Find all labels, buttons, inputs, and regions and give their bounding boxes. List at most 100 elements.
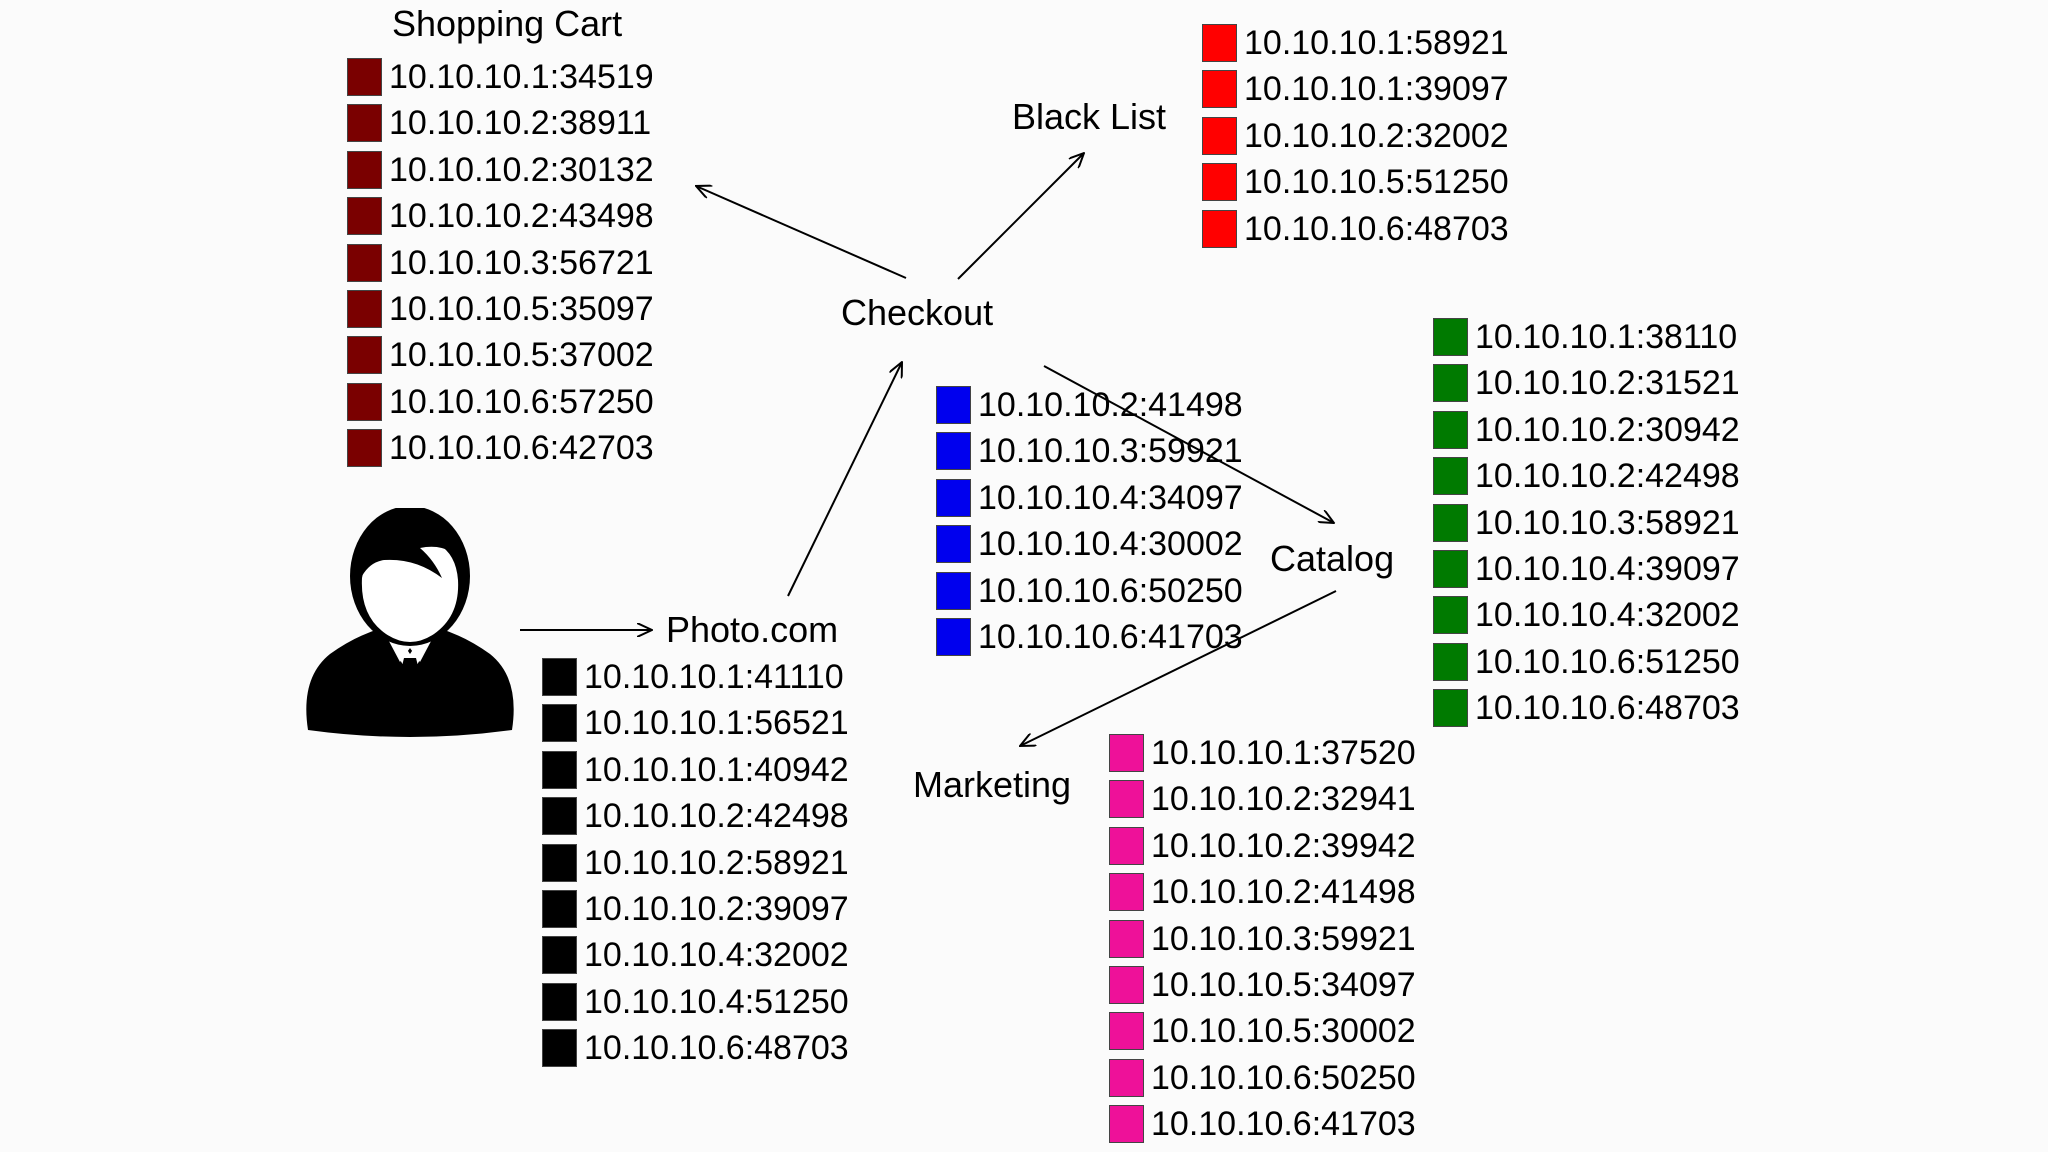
- color-swatch: [1433, 318, 1468, 356]
- address-text: 10.10.10.4:39097: [1475, 549, 1740, 588]
- address-text: 10.10.10.4:32002: [1475, 596, 1740, 635]
- color-swatch: [1433, 503, 1468, 542]
- address-text: 10.10.10.1:39097: [1244, 70, 1509, 109]
- color-swatch: [1202, 116, 1237, 155]
- address-text: 10.10.10.6:51250: [1475, 642, 1740, 681]
- color-swatch: [936, 386, 971, 424]
- color-swatch: [1109, 826, 1144, 865]
- address-text: 10.10.10.6:57250: [389, 382, 654, 421]
- color-swatch: [347, 289, 382, 328]
- color-swatch: [1433, 689, 1468, 728]
- color-swatch: [1433, 457, 1468, 496]
- color-swatch: [542, 750, 577, 789]
- color-swatch: [1433, 364, 1468, 403]
- color-swatch: [347, 197, 382, 236]
- color-swatch: [1202, 163, 1237, 202]
- arrow-photo-to-checkout: [787, 362, 902, 597]
- color-swatch: [1433, 596, 1468, 635]
- node-checkout: Checkout: [841, 292, 994, 333]
- color-swatch: [347, 150, 382, 189]
- address-text: 10.10.10.2:39097: [584, 889, 849, 928]
- color-swatch: [542, 889, 577, 928]
- color-swatch: [1109, 919, 1144, 958]
- address-text: 10.10.10.1:41110: [584, 658, 844, 696]
- color-swatch: [1109, 873, 1144, 912]
- node-marketing: Marketing: [913, 764, 1072, 805]
- address-text: 10.10.10.6:50250: [978, 571, 1243, 610]
- color-swatch: [936, 432, 971, 471]
- address-text: 10.10.10.5:30002: [1151, 1012, 1416, 1051]
- color-swatch: [347, 382, 382, 421]
- color-swatch: [936, 571, 971, 610]
- address-text: 10.10.10.2:38911: [389, 104, 652, 143]
- address-text: 10.10.10.5:51250: [1244, 163, 1509, 202]
- color-swatch: [542, 982, 577, 1021]
- color-swatch: [1109, 1105, 1144, 1144]
- address-text: 10.10.10.2:39942: [1151, 826, 1416, 865]
- node-photo: Photo.com: [666, 609, 839, 650]
- address-text: 10.10.10.1:34519: [389, 58, 654, 96]
- color-swatch: [1109, 965, 1144, 1004]
- user-icon: [306, 508, 514, 737]
- color-swatch: [347, 58, 382, 96]
- color-swatch: [936, 478, 971, 517]
- address-text: 10.10.10.4:30002: [978, 525, 1243, 564]
- address-text: 10.10.10.2:42498: [584, 797, 849, 836]
- color-swatch: [1109, 1012, 1144, 1051]
- address-text: 10.10.10.4:34097: [978, 478, 1243, 517]
- address-text: 10.10.10.1:38110: [1475, 318, 1738, 356]
- color-swatch: [1202, 209, 1237, 248]
- color-swatch: [347, 243, 382, 282]
- color-swatch: [542, 704, 577, 743]
- address-text: 10.10.10.6:50250: [1151, 1058, 1416, 1097]
- address-text: 10.10.10.1:58921: [1244, 24, 1509, 62]
- color-swatch: [542, 658, 577, 696]
- address-text: 10.10.10.2:41498: [978, 386, 1243, 424]
- color-swatch: [542, 1029, 577, 1068]
- color-swatch: [542, 936, 577, 975]
- address-text: 10.10.10.1:56521: [584, 704, 849, 743]
- color-swatch: [936, 525, 971, 564]
- address-text: 10.10.10.6:42703: [389, 429, 654, 468]
- color-swatch: [1109, 734, 1144, 772]
- node-black-list: Black List: [1012, 96, 1167, 137]
- node-shopping-cart: Shopping Cart: [392, 3, 623, 44]
- arrow-checkout-to-black-list: [957, 153, 1084, 280]
- color-swatch: [347, 336, 382, 375]
- address-text: 10.10.10.5:37002: [389, 336, 654, 375]
- address-text: 10.10.10.5:34097: [1151, 965, 1416, 1004]
- address-text: 10.10.10.2:43498: [389, 197, 654, 236]
- address-text: 10.10.10.2:30942: [1475, 410, 1740, 449]
- address-text: 10.10.10.4:51250: [584, 982, 849, 1021]
- color-swatch: [542, 797, 577, 836]
- address-text: 10.10.10.1:37520: [1151, 734, 1416, 772]
- address-text: 10.10.10.2:42498: [1475, 457, 1740, 496]
- user-tie-shape: [401, 658, 419, 716]
- address-text: 10.10.10.6:48703: [1475, 689, 1740, 728]
- color-swatch: [1433, 410, 1468, 449]
- color-swatch: [1109, 1058, 1144, 1097]
- arrow-checkout-to-shopping-cart: [696, 186, 907, 279]
- node-catalog: Catalog: [1270, 538, 1395, 579]
- arrow-checkout-to-catalog: [1043, 365, 1334, 523]
- address-text: 10.10.10.2:30132: [389, 150, 654, 189]
- address-text: 10.10.10.2:32941: [1151, 780, 1416, 819]
- user-hair-shape: [356, 512, 466, 578]
- color-swatch: [1202, 70, 1237, 109]
- arrow-catalog-to-marketing: [1020, 590, 1337, 746]
- address-text: 10.10.10.2:58921: [584, 843, 849, 882]
- color-swatch: [542, 843, 577, 882]
- address-text: 10.10.10.1:40942: [584, 750, 849, 789]
- color-swatch: [1109, 780, 1144, 819]
- address-text: 10.10.10.4:32002: [584, 936, 849, 975]
- color-swatch: [347, 104, 382, 143]
- address-text: 10.10.10.5:35097: [389, 289, 654, 328]
- address-text: 10.10.10.2:41498: [1151, 873, 1416, 912]
- color-swatch: [936, 617, 971, 656]
- address-text: 10.10.10.3:58921: [1475, 503, 1740, 542]
- color-swatch: [1433, 549, 1468, 588]
- address-text: 10.10.10.3:59921: [978, 432, 1243, 471]
- address-text: 10.10.10.2:32002: [1244, 116, 1509, 155]
